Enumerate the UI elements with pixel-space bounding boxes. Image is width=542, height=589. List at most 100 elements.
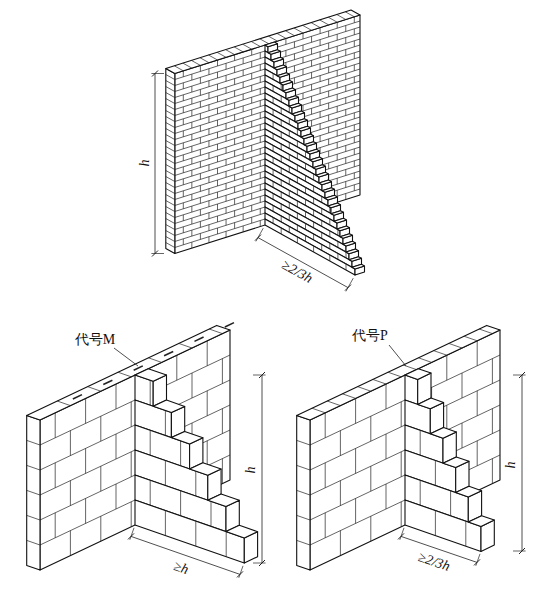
mortar-joint [180, 441, 181, 466]
mortar-joint [260, 113, 261, 119]
mortar-joint [166, 87, 175, 92]
code-label: 代号M [74, 333, 116, 347]
mortar-joint [208, 129, 209, 135]
dimension-tick [152, 251, 158, 257]
mortar-joint [345, 12, 354, 17]
mortar-joint [328, 163, 329, 169]
mortar-joint [297, 201, 298, 207]
mortar-joint [297, 515, 310, 520]
mortar-joint [386, 434, 387, 459]
step-tread [301, 134, 314, 139]
step-tread [277, 73, 290, 78]
mortar-joint [329, 243, 330, 249]
extension-line [513, 551, 526, 552]
mortar-joint [260, 161, 261, 167]
mortar-joint [320, 88, 321, 94]
mortar-joint [183, 131, 184, 137]
mortar-joint [226, 50, 235, 55]
mortar-joint [320, 52, 321, 58]
mortar-joint [166, 171, 175, 176]
mortar-joint [166, 81, 175, 86]
mortar-joint [243, 94, 244, 100]
mortar-joint [243, 130, 244, 136]
mortar-joint [131, 502, 132, 527]
mortar-joint [226, 532, 227, 557]
mortar-joint [251, 61, 252, 67]
mortar-joint [211, 501, 212, 526]
mortar-joint [27, 540, 40, 545]
tie-bar [164, 351, 173, 355]
mortar-joint [166, 117, 175, 122]
mortar-joint [329, 231, 330, 237]
mortar-joint [289, 215, 290, 221]
mortar-joint [312, 408, 325, 413]
mortar-joint [303, 57, 304, 63]
mortar-joint [289, 143, 290, 149]
step-tread [280, 80, 293, 85]
mortar-joint [85, 448, 86, 473]
mortar-joint [435, 461, 436, 486]
mortar-joint [294, 42, 295, 48]
mortar-joint [260, 89, 261, 95]
mortar-joint [273, 110, 274, 116]
mortar-joint [354, 185, 355, 191]
mortar-joint [446, 355, 447, 380]
step-tread [352, 264, 365, 269]
mortar-joint [303, 33, 304, 39]
tie-bar [225, 323, 234, 327]
step-tread [295, 119, 308, 124]
mortar-joint [243, 154, 244, 160]
mortar-joint [116, 384, 117, 409]
mortar-joint [342, 394, 355, 399]
dimension-label: ≥2/3h [415, 550, 452, 574]
mortar-joint [200, 58, 209, 63]
mortar-joint [328, 127, 329, 133]
mortar-joint [462, 373, 463, 398]
mortar-joint [200, 89, 201, 95]
mortar-joint [166, 177, 175, 182]
mortar-joint [303, 93, 304, 99]
mortar-joint [273, 86, 274, 92]
dimension-tick [259, 372, 265, 378]
mortar-joint [386, 484, 387, 509]
mortar-joint [305, 200, 306, 206]
mortar-joint [243, 190, 244, 196]
mortar-joint [354, 89, 355, 95]
mortar-joint [183, 95, 184, 101]
mortar-joint [200, 137, 201, 143]
mortar-joint [345, 122, 346, 128]
mortar-joint [200, 125, 201, 131]
mortar-joint [200, 221, 201, 227]
mortar-joint [200, 209, 201, 215]
mortar-joint [345, 146, 346, 152]
mortar-joint [183, 179, 184, 185]
mortar-joint [183, 71, 184, 77]
mortar-joint [200, 197, 201, 203]
mortar-joint [234, 199, 235, 205]
step-tread [456, 486, 482, 497]
mortar-joint [217, 228, 218, 234]
mortar-joint [260, 185, 261, 191]
mortar-joint [311, 48, 312, 54]
mortar-joint [320, 76, 321, 82]
mortar-joint [27, 490, 40, 495]
dimension-tick [152, 71, 158, 77]
step-tread [346, 249, 359, 254]
mortar-joint [477, 391, 478, 416]
mortar-joint [226, 207, 227, 213]
mortar-joint [446, 405, 447, 430]
mortar-joint [243, 166, 244, 172]
mortar-joint [337, 254, 338, 260]
mortar-joint [27, 465, 40, 470]
mortar-joint [183, 167, 184, 173]
extension-line [513, 375, 526, 376]
mortar-joint [226, 99, 227, 105]
mortar-joint [243, 58, 244, 64]
mortar-joint [477, 441, 478, 466]
mortar-joint [166, 111, 175, 116]
mortar-joint [273, 182, 274, 188]
mortar-joint [70, 481, 71, 506]
mortar-joint [260, 53, 261, 59]
mortar-joint [311, 84, 312, 90]
